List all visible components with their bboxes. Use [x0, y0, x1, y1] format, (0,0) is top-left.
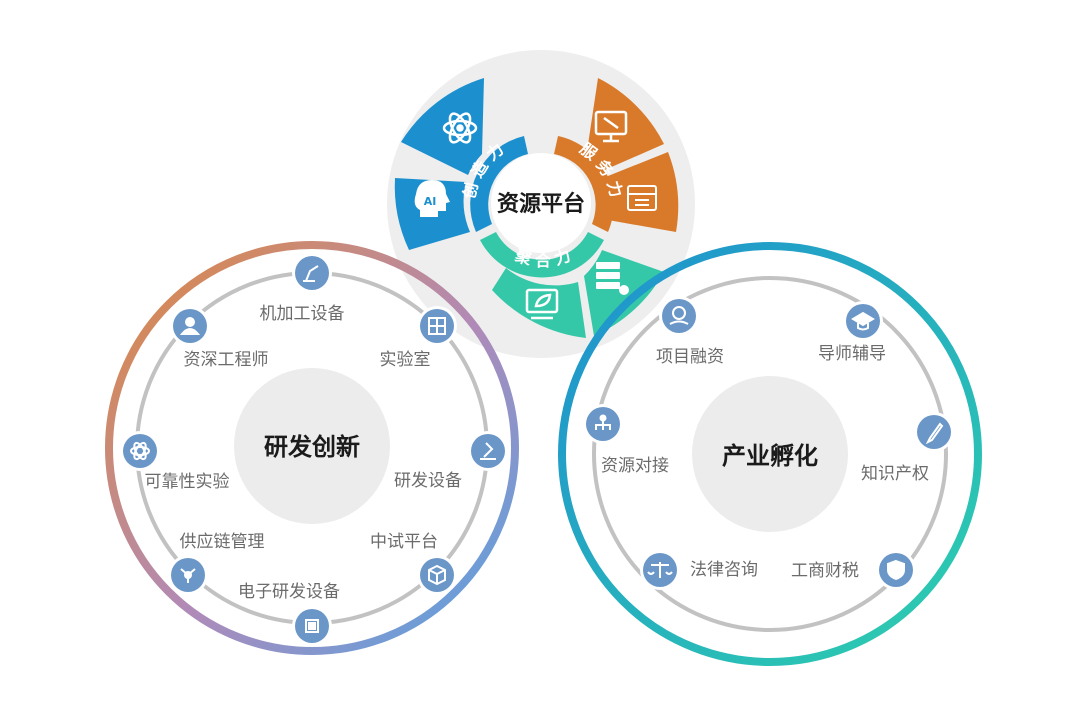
- leaf-monitor-icon: [525, 288, 559, 320]
- top-hub: 资源平台 创 造 力 服 务 力 聚 合 力 AI: [387, 50, 695, 358]
- graduation-cap-icon: [851, 311, 875, 331]
- node-label: 可靠性实验: [145, 472, 230, 492]
- robot-arm-icon: [303, 265, 319, 282]
- ai-label: AI: [424, 195, 437, 208]
- ring-node: 项目融资: [656, 296, 724, 367]
- node-label: 实验室: [380, 350, 431, 370]
- top-inner-ring-teal: [480, 232, 604, 278]
- top-hub-title: 资源平台: [497, 191, 585, 217]
- left-hub-title: 研发创新: [264, 433, 360, 461]
- node-label: 机加工设备: [260, 304, 345, 324]
- scales-icon: [647, 562, 673, 578]
- node-circle: [123, 434, 157, 468]
- cube-icon: [428, 564, 446, 586]
- hierarchy-icon: [595, 414, 611, 430]
- left-hub-center: [234, 368, 390, 524]
- ai-head-icon: AI: [414, 180, 450, 217]
- top-inner-ring-blue: [470, 136, 528, 232]
- grid-panel-icon: [428, 317, 446, 335]
- ring-node: 法律咨询: [640, 550, 758, 590]
- pen-icon: [925, 422, 944, 445]
- top-segment-calendar: [603, 152, 679, 232]
- top-segment-atom: [401, 78, 484, 175]
- node-label: 项目融资: [656, 347, 724, 367]
- right-hub-center: [692, 376, 848, 532]
- monitor-tools-icon: [594, 110, 628, 143]
- node-circle: [295, 256, 329, 290]
- ring-node: 资源对接: [583, 404, 669, 476]
- ring-node: 可靠性实验: [120, 431, 230, 492]
- atom-icon: [442, 112, 478, 144]
- node-label: 供应链管理: [180, 532, 265, 552]
- network-icon: [180, 568, 196, 583]
- calendar-icon: [627, 185, 657, 211]
- right-hub-outer-ring: [558, 242, 982, 666]
- node-circle: [662, 299, 696, 333]
- ring-node: 实验室: [380, 306, 457, 370]
- node-label: 资源对接: [601, 456, 669, 476]
- ring-node: 机加工设备: [260, 253, 345, 324]
- badge-icon: [887, 559, 905, 581]
- node-circle: [471, 434, 505, 468]
- ring-node: 工商财税: [791, 550, 916, 590]
- ring-node: 中试平台: [370, 532, 457, 595]
- node-label: 资深工程师: [184, 350, 269, 370]
- node-label: 工商财税: [791, 561, 859, 581]
- ring-node: 资深工程师: [170, 306, 269, 370]
- ring-node: 知识产权: [861, 412, 954, 484]
- node-label: 电子研发设备: [238, 582, 340, 602]
- ring-node: 电子研发设备: [238, 582, 340, 646]
- node-label: 法律咨询: [690, 560, 758, 580]
- left-hub-outer-ring: [105, 241, 519, 655]
- server-icon: [596, 262, 629, 295]
- node-label: 研发设备: [394, 471, 462, 491]
- microscope-icon: [480, 442, 496, 460]
- money-hand-icon: [669, 306, 689, 325]
- top-segment-leaf: [492, 268, 586, 338]
- right-hub-title: 产业孵化: [722, 442, 818, 470]
- top-hub-center: [491, 153, 591, 253]
- ring-node: 研发设备: [394, 431, 508, 491]
- ring-node: 供应链管理: [168, 532, 265, 595]
- ring-node: 导师辅导: [818, 301, 886, 364]
- node-label: 中试平台: [370, 532, 438, 552]
- atom-icon: [130, 441, 150, 461]
- right-hub-inner-ring: [592, 276, 948, 632]
- node-label: 导师辅导: [818, 344, 886, 364]
- chip-icon: [305, 619, 319, 633]
- person-icon: [179, 317, 201, 335]
- node-label: 知识产权: [861, 464, 929, 484]
- top-inner-ring-orange: [554, 136, 614, 232]
